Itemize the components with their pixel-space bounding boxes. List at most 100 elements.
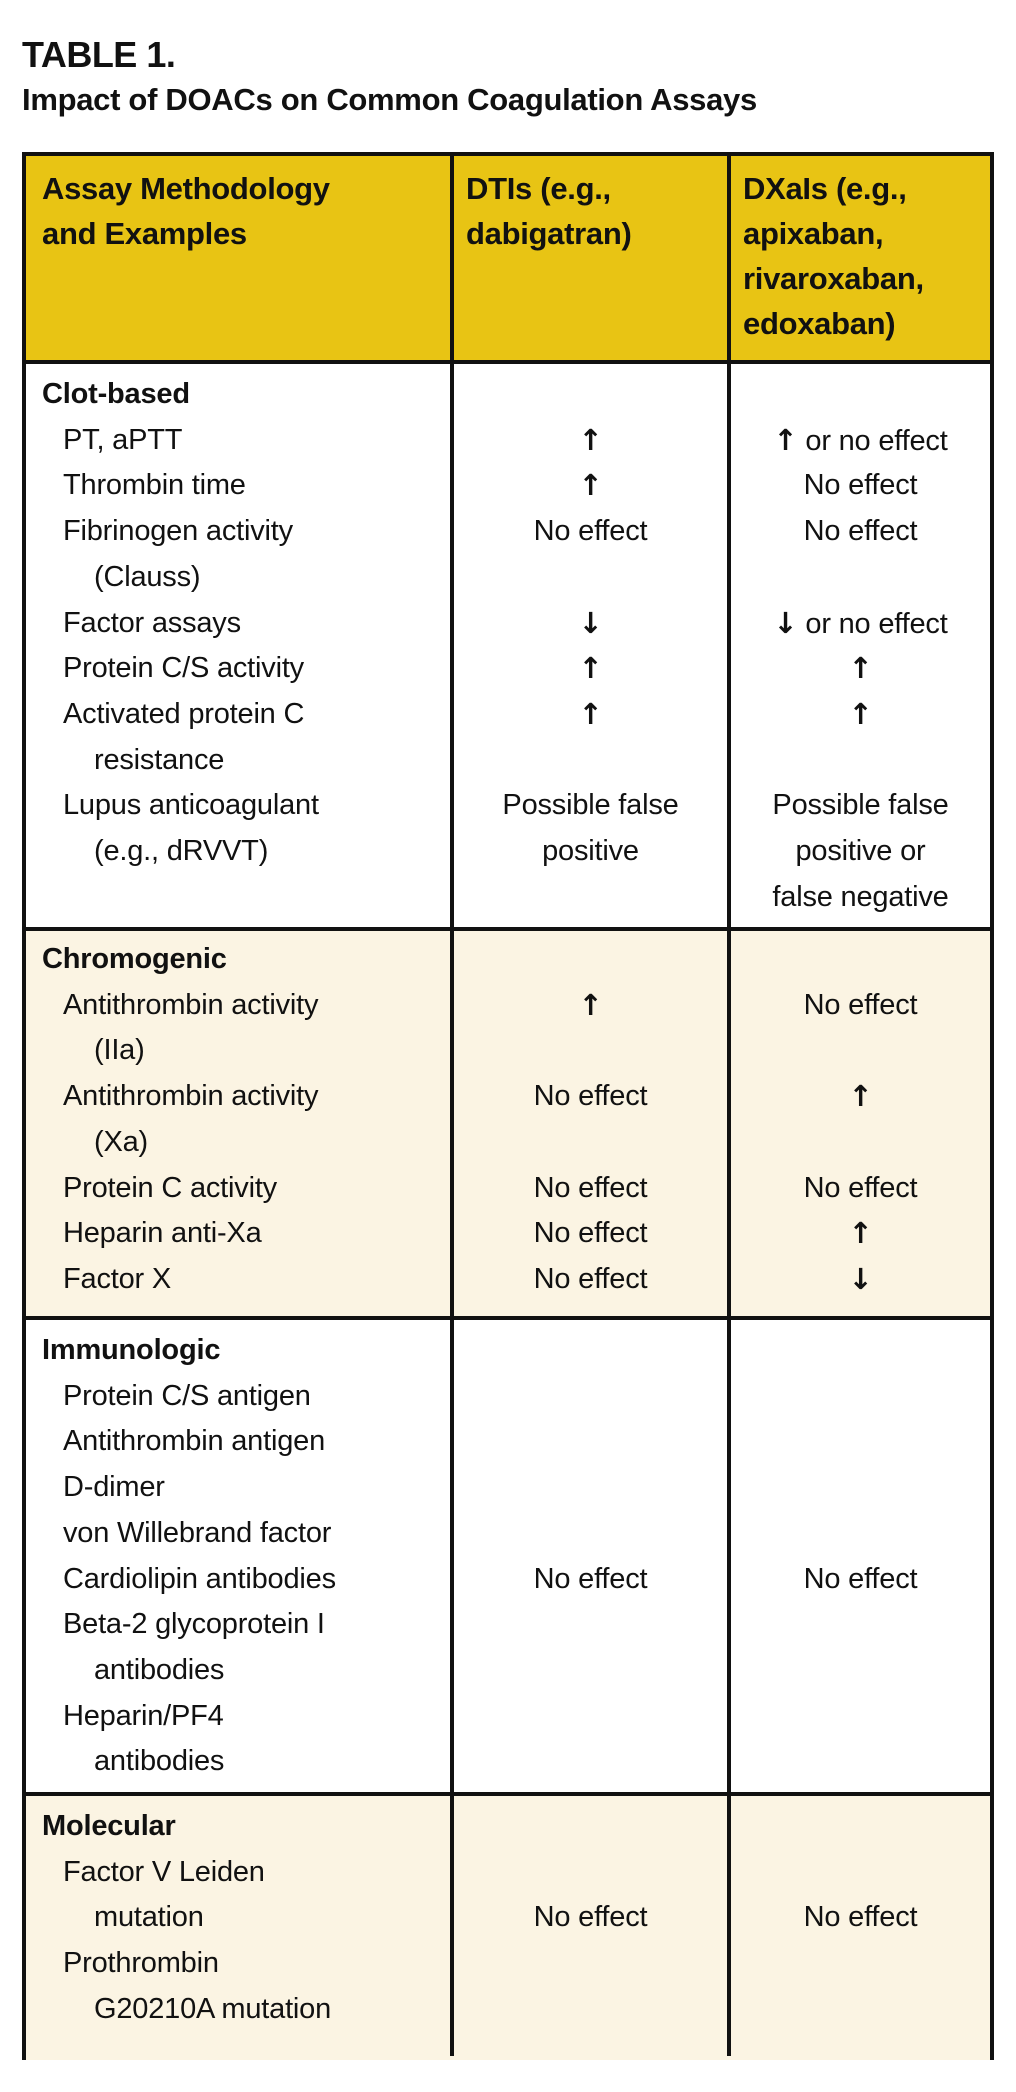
dti-effect: No effect xyxy=(533,1562,648,1595)
dti-effect: No effect xyxy=(533,1171,648,1204)
table-row: Protein C activity No effect No effect xyxy=(26,1166,990,1212)
assay-label: (Clauss) xyxy=(94,560,201,593)
assay-label: (Xa) xyxy=(94,1125,148,1158)
assay-label: Antithrombin activity xyxy=(63,1080,319,1113)
assay-label: Antithrombin antigen xyxy=(63,1425,325,1458)
table-row: Factor assays↓↓ or no effect xyxy=(26,601,990,647)
dxai-effect: ↓ or no effect xyxy=(773,605,948,640)
dxai-effect: positive or xyxy=(795,835,926,867)
table-row: Heparin/PF4 xyxy=(26,1694,990,1740)
header-assay-methodology: Assay Methodology and Examples xyxy=(42,171,330,251)
section-heading: Immunologic xyxy=(42,1334,221,1366)
table-header: Assay Methodology and Examples DTIs (e.g… xyxy=(26,156,990,360)
assay-label: Heparin anti-Xa xyxy=(63,1217,262,1250)
arrow-down-icon: ↓ xyxy=(578,605,603,640)
table-row: PT, aPTT ↑ ↑ or no effect xyxy=(26,418,990,464)
dxai-effect: No effect xyxy=(803,1562,918,1595)
arrow-up-icon: ↑ xyxy=(454,692,727,739)
table-row: antibodies xyxy=(26,1739,990,1785)
arrow-up-icon: ↑ xyxy=(848,651,873,686)
assay-label: Heparin/PF4 xyxy=(63,1699,224,1732)
arrow-up-icon: ↑ xyxy=(454,646,727,693)
table-row: Antithrombin antigen xyxy=(26,1419,990,1465)
dti-effect: positive xyxy=(542,835,639,867)
assay-label: Thrombin time xyxy=(63,469,246,502)
arrow-up-icon: ↑ xyxy=(731,692,990,739)
column-divider-2 xyxy=(727,156,731,2056)
assay-label: Protein C activity xyxy=(63,1171,277,1204)
table-number: TABLE 1. xyxy=(22,34,176,75)
assay-label: Lupus anticoagulant xyxy=(63,789,319,822)
column-divider-1 xyxy=(450,156,454,2056)
arrow-up-icon: ↑ xyxy=(731,646,990,693)
arrow-up-icon: ↑ xyxy=(454,983,727,1030)
arrow-up-icon: ↑ xyxy=(731,1074,990,1121)
table-row: Protein C/S activity ↑ ↑ xyxy=(26,646,990,692)
assay-label: Protein C/S antigen xyxy=(63,1379,311,1412)
table-row: Factor V Leiden xyxy=(26,1850,990,1896)
assay-label: (IIa) xyxy=(94,1034,145,1067)
section-heading: Molecular xyxy=(42,1810,176,1842)
assay-label: (e.g., dRVVT) xyxy=(94,835,269,867)
dti-effect: No effect xyxy=(533,1217,648,1250)
assay-label: D-dimer xyxy=(63,1471,165,1504)
arrow-up-icon: ↑ xyxy=(578,422,603,457)
dxai-effect: Possible false xyxy=(772,789,949,822)
table-row: (Xa) xyxy=(26,1120,990,1166)
arrow-down-icon: ↓ xyxy=(731,1257,990,1304)
assay-label: Activated protein C xyxy=(63,697,305,730)
section-heading-row: Molecular xyxy=(26,1804,990,1850)
table-row: Prothrombin xyxy=(26,1941,990,1987)
section-heading: Chromogenic xyxy=(42,943,227,975)
arrow-up-icon: ↑ xyxy=(578,651,603,686)
section-heading-row: Chromogenic xyxy=(26,937,990,983)
table-row: false negative xyxy=(26,875,990,921)
arrow-up-icon: ↑ xyxy=(848,1216,873,1251)
table-row: D-dimer xyxy=(26,1465,990,1511)
arrow-up-icon: ↑ xyxy=(848,1079,873,1114)
arrow-up-icon: ↑ xyxy=(578,468,603,503)
dti-effect: No effect xyxy=(533,1080,648,1113)
table-row: Antithrombin activity No effect ↑ xyxy=(26,1074,990,1120)
assay-label: Factor assays xyxy=(63,606,241,639)
dxai-effect: false negative xyxy=(772,880,949,913)
dxai-effect: No effect xyxy=(803,469,918,502)
assay-label: Factor X xyxy=(63,1262,171,1295)
table-row: Antithrombin activity ↑ No effect xyxy=(26,983,990,1029)
table-row: antibodies xyxy=(26,1648,990,1694)
assay-label: mutation xyxy=(94,1901,204,1934)
arrow-down-icon: ↓ xyxy=(773,605,798,640)
dxai-effect: No effect xyxy=(803,988,918,1021)
dti-effect: Possible false xyxy=(502,789,679,822)
assay-label: PT, aPTT xyxy=(63,423,183,456)
dxai-effect: ↑ or no effect xyxy=(773,422,948,457)
assay-label: resistance xyxy=(94,743,225,776)
dxai-effect: No effect xyxy=(803,1171,918,1204)
assay-label: antibodies xyxy=(94,1745,225,1778)
section-heading: Clot-based xyxy=(42,378,190,410)
dti-effect: No effect xyxy=(533,515,648,548)
table-row: Protein C/S antigen xyxy=(26,1374,990,1420)
assay-label: Fibrinogen activity xyxy=(63,515,293,548)
table-row: (e.g., dRVVT) positive positive or xyxy=(26,829,990,875)
table-row: Beta-2 glycoprotein I xyxy=(26,1602,990,1648)
assay-label: Factor V Leiden xyxy=(63,1855,265,1888)
table-row: Activated protein C ↑↑ xyxy=(26,692,990,738)
assay-label: Protein C/S activity xyxy=(63,652,304,685)
arrow-up-icon: ↑ xyxy=(454,418,727,465)
table-row: (Clauss) xyxy=(26,555,990,601)
assay-label: von Willebrand factor xyxy=(63,1516,332,1549)
arrow-up-icon: ↑ xyxy=(731,1211,990,1258)
assay-label: Beta-2 glycoprotein I xyxy=(63,1608,325,1641)
arrow-down-icon: ↓ xyxy=(454,601,727,648)
assay-label: Antithrombin activity xyxy=(63,988,319,1021)
arrow-up-icon: ↑ xyxy=(578,987,603,1022)
